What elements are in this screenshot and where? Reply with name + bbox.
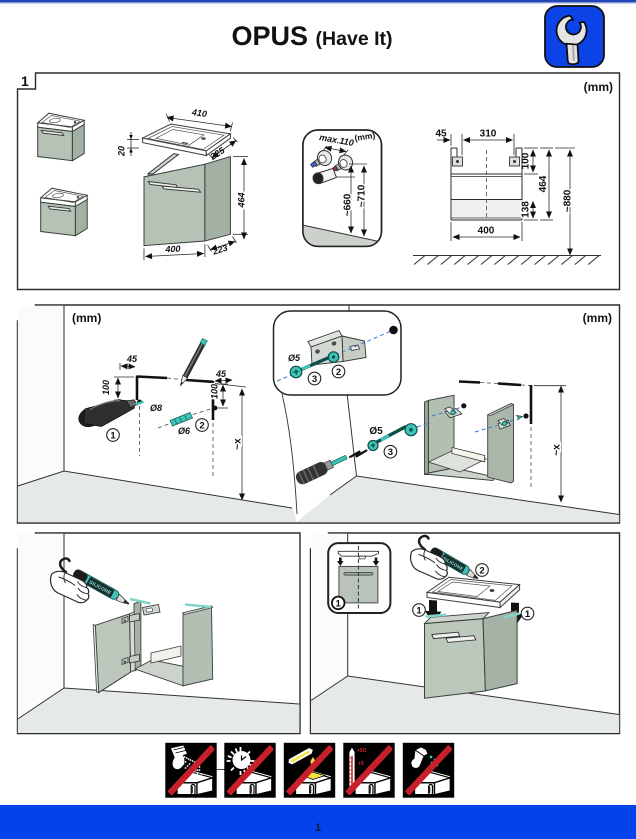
svg-text:~x: ~x bbox=[552, 444, 563, 456]
svg-text:1: 1 bbox=[416, 606, 422, 617]
svg-text:(mm): (mm) bbox=[354, 130, 376, 143]
svg-text:2: 2 bbox=[479, 566, 484, 577]
svg-text:1: 1 bbox=[336, 599, 342, 610]
svg-text:1: 1 bbox=[525, 609, 531, 620]
svg-text:(mm): (mm) bbox=[584, 80, 613, 94]
svg-text:223: 223 bbox=[211, 243, 229, 257]
svg-text:45: 45 bbox=[435, 129, 447, 140]
svg-text:45: 45 bbox=[215, 369, 227, 379]
svg-text:400: 400 bbox=[478, 226, 495, 237]
svg-text:138: 138 bbox=[521, 201, 532, 218]
svg-text:Ø6: Ø6 bbox=[178, 426, 191, 436]
svg-text:~880: ~880 bbox=[563, 189, 574, 212]
svg-text:400: 400 bbox=[164, 244, 180, 255]
svg-text:Ø8: Ø8 bbox=[150, 403, 162, 413]
svg-text:~710: ~710 bbox=[357, 184, 368, 207]
svg-text:1: 1 bbox=[315, 822, 321, 834]
svg-text:+5O: +5O bbox=[357, 748, 367, 754]
svg-text:464: 464 bbox=[538, 175, 549, 192]
svg-text:2: 2 bbox=[336, 367, 341, 378]
svg-text:20: 20 bbox=[117, 146, 127, 157]
svg-text:(mm): (mm) bbox=[583, 311, 612, 325]
svg-text:+5: +5 bbox=[358, 761, 364, 767]
svg-text:(mm): (mm) bbox=[72, 311, 101, 325]
svg-text:1: 1 bbox=[21, 73, 29, 89]
svg-text:100: 100 bbox=[210, 384, 220, 399]
svg-text:100: 100 bbox=[521, 152, 532, 169]
svg-text:~x: ~x bbox=[233, 438, 244, 450]
svg-text:100: 100 bbox=[101, 380, 111, 395]
svg-text:Ø5: Ø5 bbox=[369, 426, 383, 437]
svg-text:2: 2 bbox=[199, 421, 204, 432]
svg-text:Ø5: Ø5 bbox=[288, 353, 301, 363]
svg-text:410: 410 bbox=[190, 107, 207, 119]
svg-text:45: 45 bbox=[126, 354, 138, 364]
svg-text:3: 3 bbox=[388, 447, 393, 458]
svg-text:3: 3 bbox=[312, 374, 317, 385]
svg-text:1: 1 bbox=[110, 431, 116, 442]
svg-text:OPUS (Have It): OPUS (Have It) bbox=[232, 21, 393, 51]
svg-text:464: 464 bbox=[237, 192, 247, 208]
svg-text:310: 310 bbox=[480, 129, 497, 140]
svg-text:~660: ~660 bbox=[343, 193, 354, 216]
